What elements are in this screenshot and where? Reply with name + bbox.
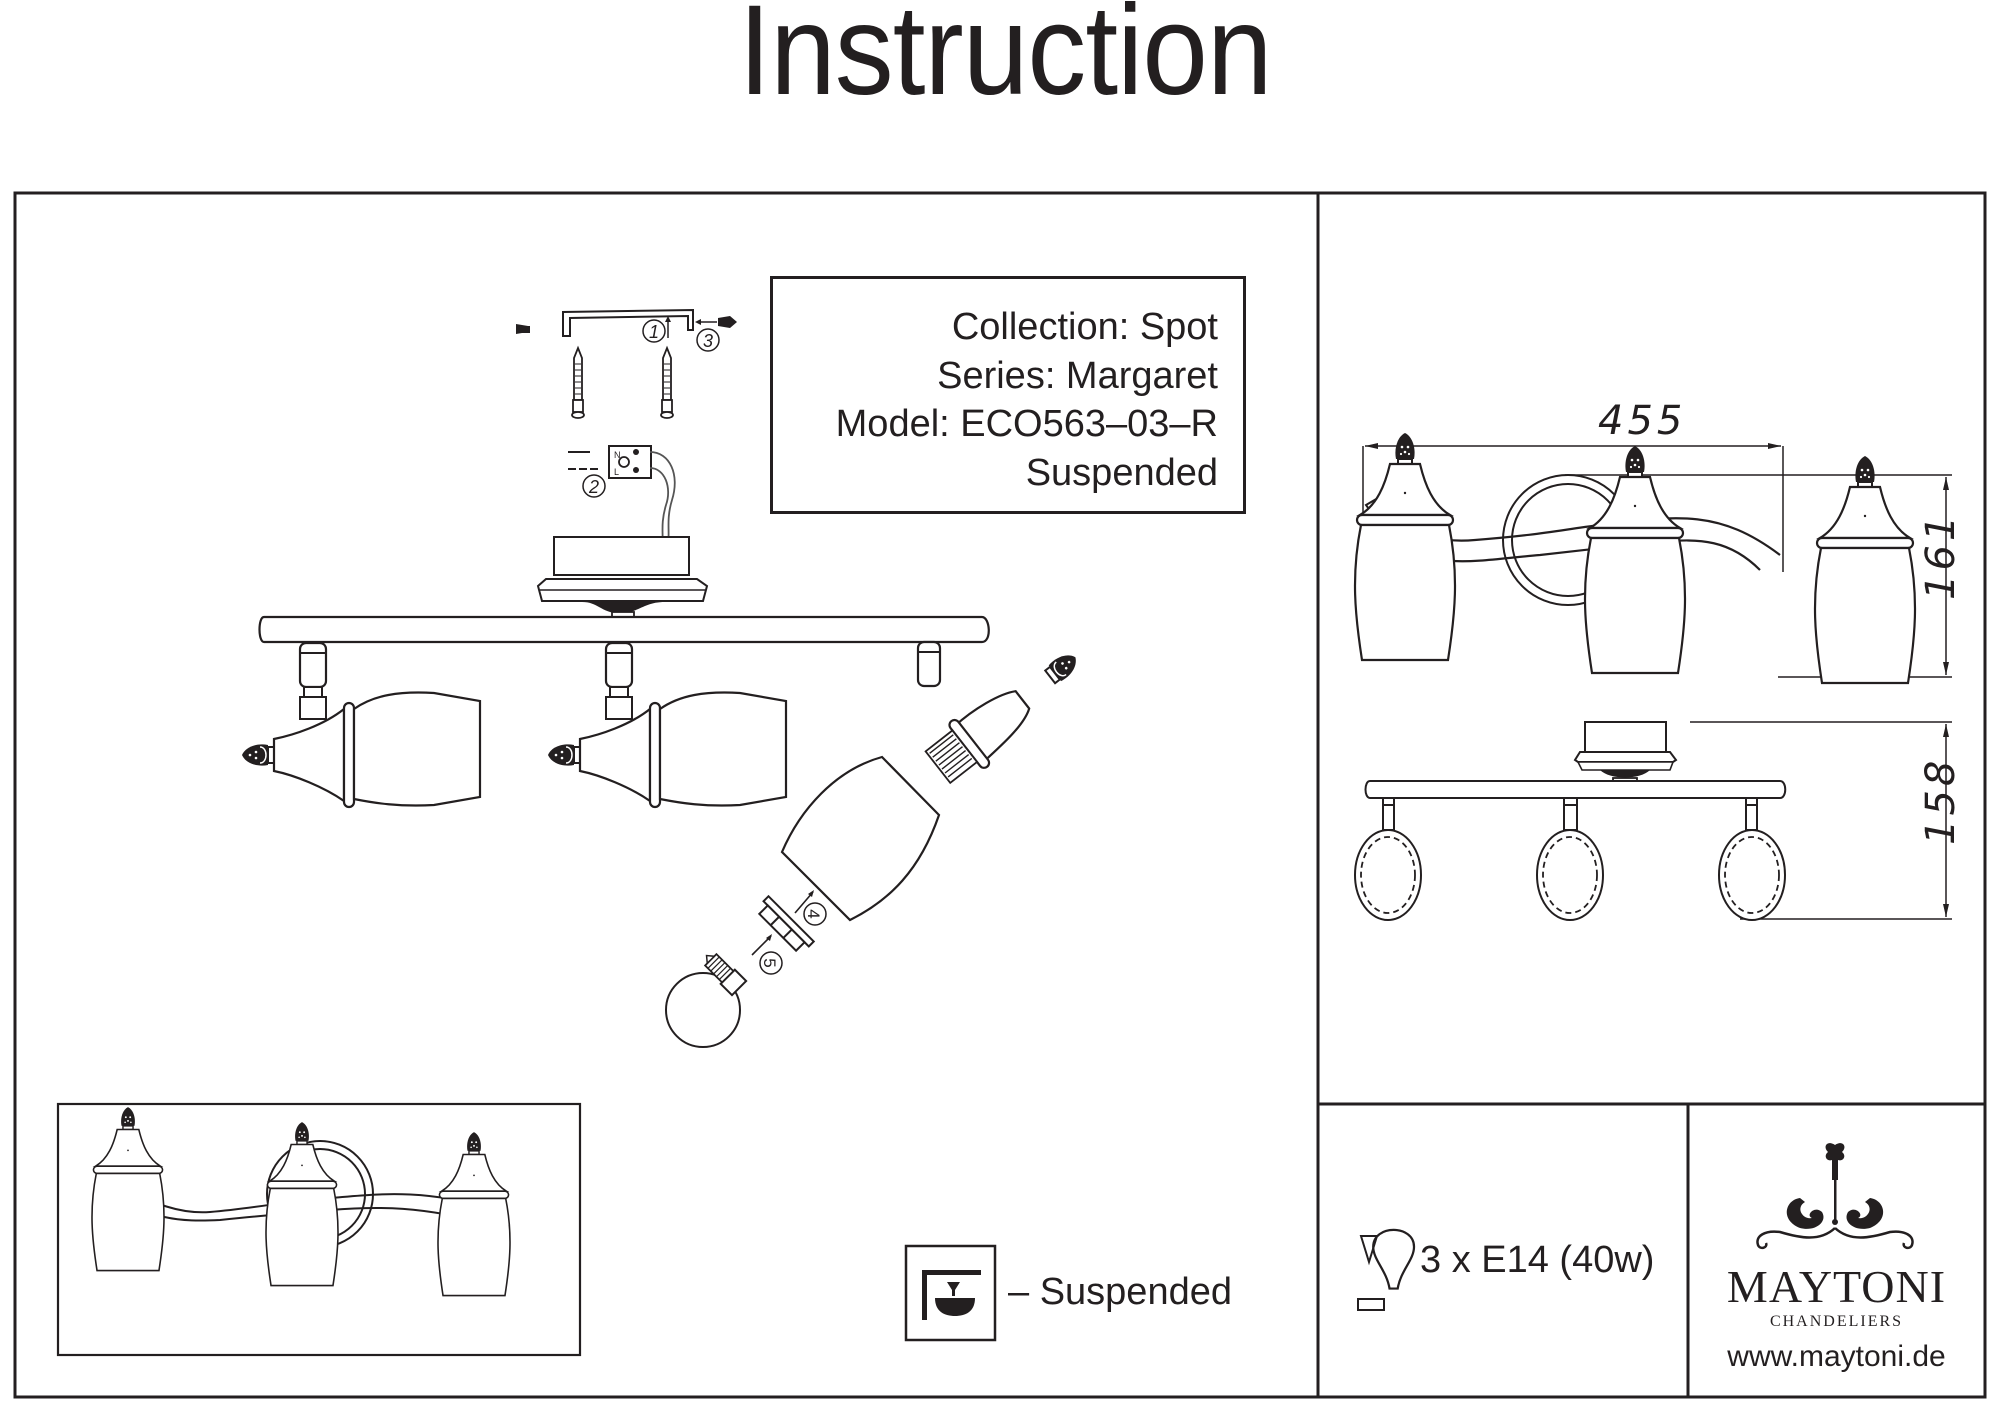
- height-front-dimension: 161: [1918, 511, 1964, 600]
- bulb-spec-label: 3 x E14 (40w): [1420, 1239, 1655, 1281]
- model-label: Model: ECO563–03–R: [835, 403, 1218, 445]
- step-2-marker: 2: [582, 474, 606, 498]
- brand-url[interactable]: www.maytoni.de: [1727, 1340, 1946, 1373]
- side-view-drawing: [1354, 721, 1952, 921]
- svg-text:2: 2: [588, 477, 599, 497]
- spot-lamp-exploded: 4 5: [665, 640, 1083, 1048]
- spot-lamp-middle: [548, 643, 786, 807]
- terminal-block: N L 2: [568, 445, 676, 547]
- step-5-marker: 5: [759, 951, 783, 975]
- svg-text:1: 1: [649, 322, 659, 342]
- bulb-drawing: [665, 952, 748, 1048]
- front-view-drawing: [1355, 433, 1952, 683]
- page-title: Instruction: [738, 0, 1272, 122]
- light-bar: [258, 615, 990, 644]
- bracket-screw-left-icon: [516, 324, 530, 334]
- preview-frame: [56, 1102, 582, 1357]
- live-label: L: [614, 467, 619, 477]
- brand-subtitle: CHANDELIERS: [1769, 1313, 1904, 1330]
- height-side-dimension: 158: [1918, 756, 1964, 845]
- series-label: Series: Margaret: [937, 354, 1218, 397]
- neutral-label: N: [614, 450, 621, 460]
- brand-name: MAYTONI: [1726, 1261, 1947, 1312]
- step-4-marker: 4: [803, 902, 827, 926]
- ceiling-canopy: [536, 536, 709, 619]
- product-info-box: Collection: Spot Series: Margaret Model:…: [770, 276, 1246, 514]
- step-3-marker: 3: [696, 328, 720, 352]
- mount-type-label: Suspended: [1025, 451, 1218, 494]
- svg-text:4: 4: [804, 909, 823, 918]
- outer-frame: [13, 191, 1987, 1399]
- mounting-hardware: 1 3: [516, 308, 737, 419]
- spot-lamp-left: [242, 643, 480, 807]
- maytoni-logo-icon: [1756, 1143, 1914, 1250]
- step-1-marker: 1: [642, 319, 666, 343]
- suspended-legend-label: – Suspended: [1008, 1271, 1232, 1313]
- svg-text:5: 5: [760, 958, 779, 967]
- collection-label: Collection: Spot: [951, 306, 1218, 348]
- preview-drawing: [92, 1107, 510, 1295]
- svg-text:3: 3: [703, 331, 713, 351]
- light-bulb-icon: [1357, 1228, 1416, 1311]
- suspended-mount-icon: [904, 1244, 997, 1342]
- width-dimension: 455: [1598, 398, 1687, 444]
